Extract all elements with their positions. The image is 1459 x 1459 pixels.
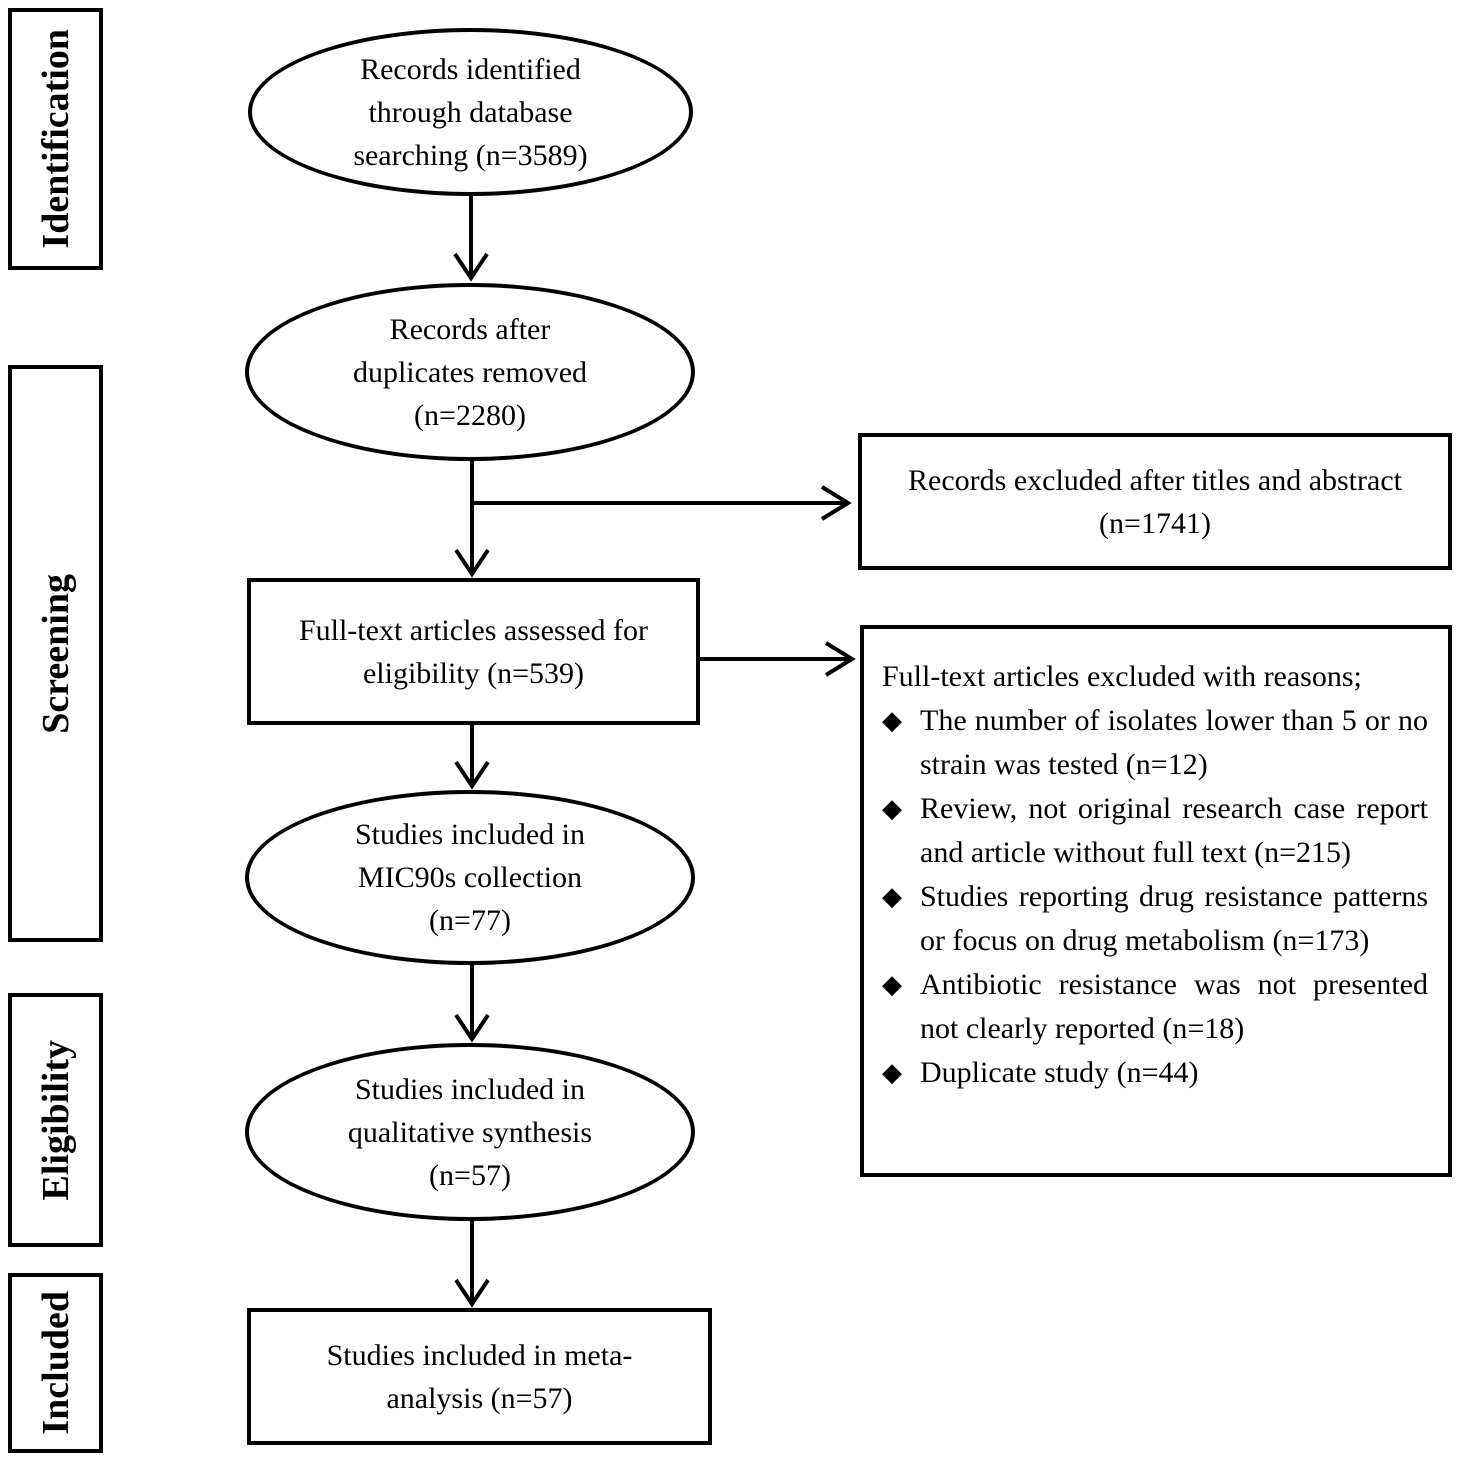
arrow-branch-to-titles-excluded <box>472 485 852 521</box>
diamond-bullet-icon: ◆ <box>882 794 902 823</box>
node-text: Full-text articles assessed for eligibil… <box>298 613 649 690</box>
reason-item: ◆ Duplicate study (n=44) <box>882 1051 1434 1095</box>
node-text: Records excluded after titles and abstra… <box>908 463 1402 540</box>
stage-label-identification: Identification <box>8 8 103 270</box>
box-fulltext-excluded-reasons: Full-text articles excluded with reasons… <box>860 625 1452 1177</box>
node-records-identified: Records identified through database sear… <box>248 28 693 196</box>
stage-label-text: Included <box>34 1291 77 1435</box>
stage-label-screening: Screening <box>8 365 103 942</box>
reason-item: ◆ Review, not original research case rep… <box>882 787 1434 875</box>
arrow-mic90s-to-qualitative <box>454 963 490 1043</box>
arrow-qualitative-to-meta <box>454 1219 490 1308</box>
node-mic90s-collection: Studies included in MIC90s collection (n… <box>245 790 695 965</box>
arrow-identified-to-duplicates <box>453 194 489 282</box>
node-text: Studies included in MIC90s collection (n… <box>355 818 585 937</box>
diamond-bullet-icon: ◆ <box>882 1058 902 1087</box>
node-records-after-duplicates: Records after duplicates removed (n=2280… <box>245 283 695 461</box>
arrow-duplicates-to-fulltext <box>454 459 490 578</box>
diamond-bullet-icon: ◆ <box>882 882 902 911</box>
reason-item: ◆ The number of isolates lower than 5 or… <box>882 699 1434 787</box>
reason-item: ◆ Studies reporting drug resistance patt… <box>882 875 1434 963</box>
reason-text: The number of isolates lower than 5 or n… <box>920 704 1428 781</box>
node-text: Studies included in qualitative synthesi… <box>347 1072 593 1192</box>
stage-label-eligibility: Eligibility <box>8 993 103 1247</box>
diamond-bullet-icon: ◆ <box>882 706 902 735</box>
reason-text: Studies reporting drug resistance patter… <box>920 880 1428 957</box>
node-text: Records after duplicates removed (n=2280… <box>352 312 588 432</box>
reason-text: Review, not original research case repor… <box>920 792 1428 869</box>
reason-text: Antibiotic resistance was not presented … <box>920 968 1428 1045</box>
reasons-header: Full-text articles excluded with reasons… <box>882 660 1362 693</box>
reason-text: Duplicate study (n=44) <box>920 1056 1199 1089</box>
box-records-excluded-titles-abstract: Records excluded after titles and abstra… <box>858 433 1452 570</box>
stage-label-text: Screening <box>34 573 77 734</box>
node-meta-analysis: Studies included in meta- analysis (n=57… <box>247 1308 712 1445</box>
node-text: Studies included in meta- analysis (n=57… <box>326 1338 633 1415</box>
node-text: Records identified through database sear… <box>353 52 588 172</box>
arrow-fulltext-to-mic90s <box>454 725 490 790</box>
node-qualitative-synthesis: Studies included in qualitative synthesi… <box>245 1043 695 1221</box>
diamond-bullet-icon: ◆ <box>882 970 902 999</box>
reason-item: ◆ Antibiotic resistance was not presente… <box>882 963 1434 1051</box>
stage-label-text: Eligibility <box>34 1039 77 1201</box>
node-fulltext-assessed: Full-text articles assessed for eligibil… <box>247 578 700 725</box>
stage-label-text: Identification <box>34 29 77 249</box>
stage-label-included: Included <box>8 1273 103 1453</box>
arrow-fulltext-to-reasons <box>700 641 856 677</box>
